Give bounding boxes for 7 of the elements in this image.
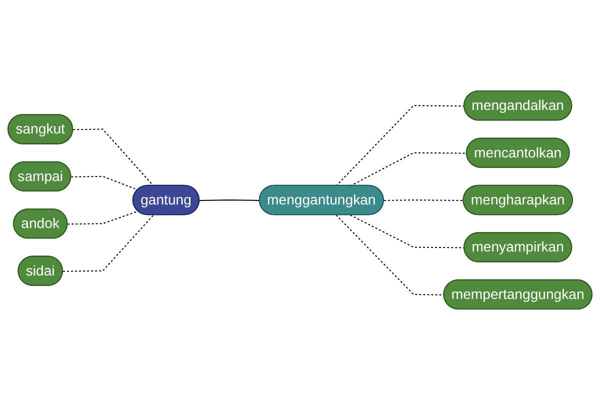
connector (68, 210, 138, 225)
connector (62, 214, 154, 272)
connector (73, 128, 154, 186)
connector (384, 200, 464, 201)
connector (336, 105, 465, 186)
connector (200, 200, 260, 201)
connector (336, 214, 444, 296)
